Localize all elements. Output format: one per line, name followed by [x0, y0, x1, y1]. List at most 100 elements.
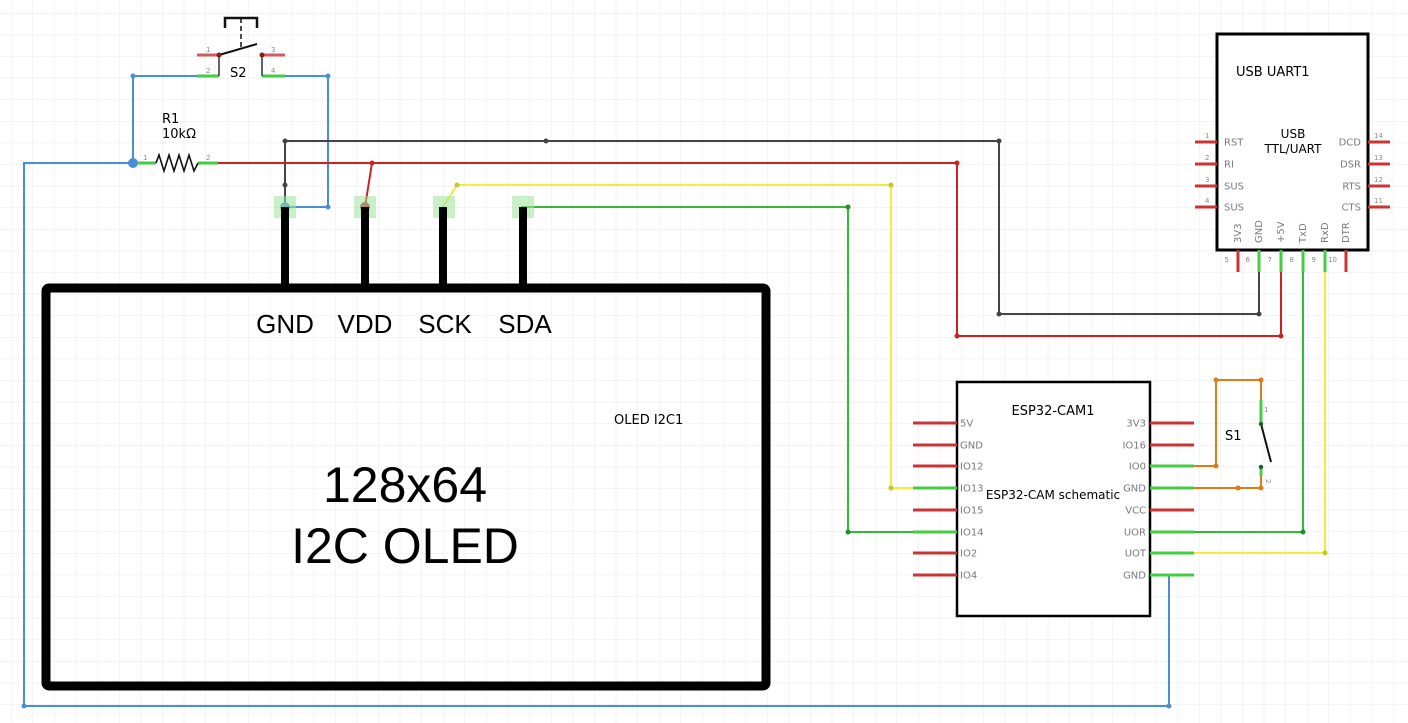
junction-gray — [996, 311, 1002, 317]
usb-pin-num: 14 — [1374, 132, 1383, 140]
usb-pin-num: 6 — [1246, 256, 1251, 264]
oled-body — [41, 283, 771, 691]
oled-pin-sck[interactable] — [433, 196, 455, 288]
junction-orange — [1213, 377, 1219, 383]
switch-s1[interactable]: 1 2 S1 — [1225, 400, 1272, 483]
esp32-cam-module[interactable]: ESP32-CAM1 ESP32-CAM schematic 5VGNDIO12… — [913, 380, 1194, 618]
usb-pin-num: 2 — [1205, 154, 1209, 162]
junction-orange — [1258, 485, 1264, 491]
usb-pin-label: GND — [1254, 220, 1265, 243]
junction-green — [845, 204, 851, 210]
usb-pin-num: 5 — [1225, 256, 1229, 264]
junction-blue-corner — [130, 73, 136, 79]
oled-pin-gnd[interactable] — [274, 196, 296, 288]
oled-pin-label-vdd: VDD — [338, 309, 393, 339]
usb-pin-label: SUS — [1224, 182, 1244, 193]
s2-contact — [218, 43, 258, 56]
s1-dot — [1258, 464, 1264, 470]
usb-pin-label: RxD — [1320, 222, 1331, 243]
s1-pin2-num: 2 — [1264, 479, 1272, 483]
s2-pin3-num: 3 — [271, 46, 275, 54]
oled-ref: OLED I2C1 — [614, 413, 683, 428]
s2-ref: S2 — [230, 66, 247, 81]
junction-red — [1278, 333, 1284, 339]
usb-pin-num: 4 — [1205, 197, 1210, 205]
switch-s2[interactable]: 1 2 3 4 S2 — [197, 16, 285, 81]
wire-sda-to-io14[interactable] — [521, 206, 935, 533]
usb-uart-title-line1: USB — [1281, 127, 1306, 141]
s2-pin1-num: 1 — [206, 46, 210, 54]
usb-pin-label: RI — [1224, 160, 1234, 171]
junction-yellow — [888, 182, 894, 188]
esp32-pin-label: IO15 — [960, 506, 984, 517]
oled-module[interactable]: GND VDD SCK SDA OLED I2C1 128x64 I2C OLE… — [41, 196, 771, 691]
s2-actuator-icon — [223, 16, 259, 28]
usb-pin-num: 8 — [1290, 256, 1294, 264]
usb-pin-num: 9 — [1312, 256, 1316, 264]
s1-contact-icon — [1260, 423, 1272, 463]
esp32-pin-label: IO4 — [960, 571, 977, 582]
esp32-pin-label: IO13 — [960, 484, 984, 495]
usb-pin-label: DCD — [1339, 138, 1362, 149]
r1-value: 10kΩ — [162, 127, 196, 142]
usb-pin-label: TxD — [1298, 223, 1309, 244]
esp32-pin-label: GND — [1123, 571, 1146, 582]
usb-pin-label: SUS — [1224, 203, 1244, 214]
usb-pin-num: 13 — [1374, 154, 1383, 162]
oled-pin-label-sda: SDA — [498, 309, 552, 339]
esp32-pin-label: VCC — [1125, 506, 1146, 517]
junction-gray — [282, 182, 288, 188]
wire-oled-gnd-to-usb-gnd[interactable] — [284, 140, 1260, 315]
s1-ref: S1 — [1225, 429, 1242, 444]
junction-gray — [543, 138, 549, 144]
usb-pin-label: DSR — [1340, 160, 1361, 171]
usb-pin-num: 3 — [1205, 176, 1209, 184]
esp32-ref: ESP32-CAM1 — [1012, 404, 1095, 419]
usb-pin-num: 1 — [1205, 132, 1209, 140]
junction-red — [369, 160, 375, 166]
resistor-r1[interactable]: 1 2 R1 10kΩ — [137, 112, 218, 174]
esp32-pin-label: UOR — [1124, 528, 1146, 539]
oled-pin-label-gnd: GND — [256, 309, 314, 339]
oled-pin-label-sck: SCK — [418, 309, 472, 339]
s2-dot — [259, 52, 265, 58]
usb-uart-title-line2: TTL/UART — [1264, 142, 1323, 156]
esp32-pin-label: 3V3 — [1126, 419, 1146, 430]
s1-dot — [1258, 421, 1264, 427]
s2-pin4-num: 4 — [271, 67, 276, 75]
junction-orange — [1213, 463, 1219, 469]
esp32-body — [955, 380, 1152, 618]
junction-yellow — [454, 182, 460, 188]
oled-title-line1: 128x64 — [323, 457, 487, 513]
junction-red — [954, 160, 960, 166]
usb-pin-num: 10 — [1328, 256, 1337, 264]
s1-pin1-num: 1 — [1264, 406, 1268, 414]
oled-pin-vdd[interactable] — [354, 196, 376, 288]
usb-pin-label: 3V3 — [1233, 223, 1244, 243]
r1-pin1-num: 1 — [143, 154, 147, 162]
esp32-pin-label: UOT — [1125, 549, 1147, 560]
s2-pin2-num: 2 — [206, 67, 210, 75]
junction-gray — [996, 138, 1002, 144]
junction-yellow — [888, 485, 894, 491]
usb-uart-module[interactable]: USB UART1 USB TTL/UART 1RST2RI3SUS4SUS14… — [1195, 32, 1390, 272]
esp32-pin-label: IO12 — [960, 462, 984, 473]
r1-ref: R1 — [162, 112, 179, 127]
usb-pin-label: CTS — [1342, 203, 1361, 214]
junction-r1-node — [128, 158, 138, 168]
oled-pin-sda[interactable] — [512, 196, 534, 288]
esp32-subtitle: ESP32-CAM schematic — [986, 488, 1120, 502]
junction-yellow — [1322, 550, 1328, 556]
usb-uart-body — [1215, 32, 1370, 252]
junction-blue-corner — [1166, 703, 1172, 709]
esp32-pin-label: IO2 — [960, 549, 977, 560]
usb-pin-label: DTR — [1341, 222, 1352, 243]
usb-uart-pins: 1RST2RI3SUS4SUS14DCD13DSR12RTS11CTS53V36… — [1195, 132, 1390, 272]
oled-title-line2: I2C OLED — [291, 518, 519, 574]
junction-red — [954, 333, 960, 339]
junction-orange — [1258, 377, 1264, 383]
usb-pin-num: 12 — [1374, 176, 1383, 184]
junction-gray — [282, 138, 288, 144]
